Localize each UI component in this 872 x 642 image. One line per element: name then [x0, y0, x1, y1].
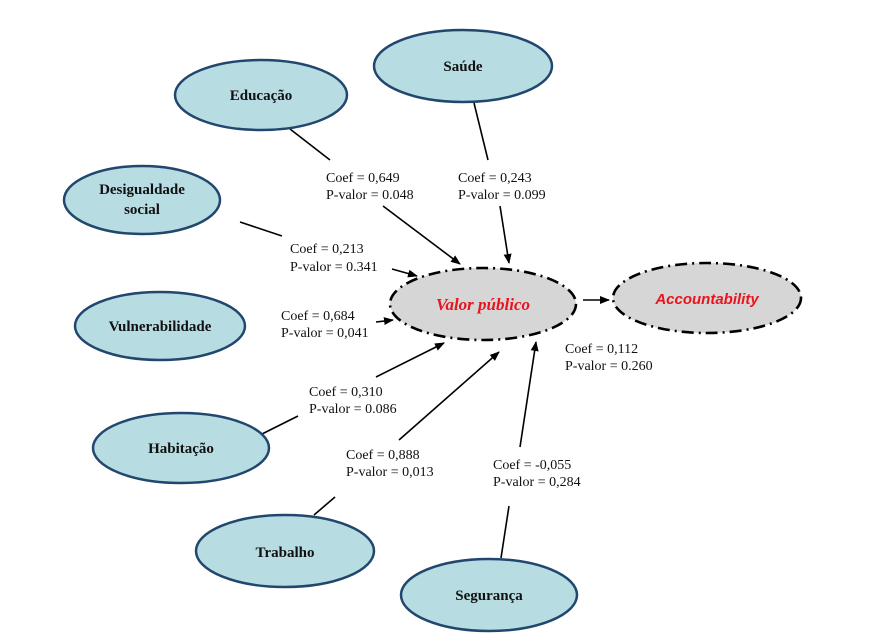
coef-label-seguranca: Coef = -0,055 P-valor = 0,284 — [493, 458, 581, 490]
node-valor-publico[interactable]: Valor público — [388, 266, 578, 342]
connector-seguranca-segment — [500, 505, 510, 559]
coef-label-trabalho: Coef = 0,888 P-valor = 0,013 — [346, 448, 434, 480]
node-saude-label: Saúde — [443, 59, 483, 75]
node-seguranca-label: Segurança — [455, 588, 523, 604]
coef-educacao: Coef = 0,649 — [326, 171, 400, 186]
node-trabalho[interactable]: Trabalho — [194, 513, 376, 589]
coef-label-educacao: Coef = 0,649 P-valor = 0.048 — [326, 171, 414, 203]
coef-label-saude: Coef = 0,243 P-valor = 0.099 — [458, 171, 546, 203]
pvalor-seguranca: P-valor = 0,284 — [493, 475, 581, 490]
node-educacao-label: Educação — [230, 88, 293, 104]
node-vulnerabilidade-label: Vulnerabilidade — [109, 319, 212, 335]
coef-label-desigualdade: Coef = 0,213 P-valor = 0.341 — [290, 242, 378, 275]
node-valor-publico-label: Valor público — [436, 295, 530, 314]
node-trabalho-label: Trabalho — [256, 545, 315, 561]
connector-seguranca-arrow — [519, 341, 539, 448]
node-saude[interactable]: Saúde — [372, 28, 554, 104]
node-accountability[interactable]: Accountability — [611, 261, 803, 335]
connector-desigualdade-arrow — [391, 268, 418, 278]
coef-label-vulnerabilidade: Coef = 0,684 P-valor = 0,041 — [281, 309, 369, 341]
pvalor-educacao: P-valor = 0.048 — [326, 188, 414, 203]
connector-saude-segment — [473, 102, 489, 161]
connector-educacao-arrow — [382, 205, 461, 265]
connector-vulnerabilidade-arrow — [375, 317, 394, 326]
node-desigualdade-social[interactable]: Desigualdade social — [62, 164, 222, 236]
coef-label-habitacao: Coef = 0,310 P-valor = 0.086 — [309, 385, 397, 417]
node-habitacao[interactable]: Habitação — [91, 411, 271, 485]
connector-desigualdade-segment — [239, 221, 283, 237]
node-vulnerabilidade[interactable]: Vulnerabilidade — [73, 290, 247, 362]
pvalor-desigualdade: P-valor = 0.341 — [290, 260, 378, 275]
connector-habitacao-segment — [261, 415, 299, 435]
coef-saude: Coef = 0,243 — [458, 171, 532, 186]
connector-educacao-segment — [289, 128, 331, 161]
coef-habitacao: Coef = 0,310 — [309, 385, 383, 400]
coef-seguranca: Coef = -0,055 — [493, 458, 571, 473]
connector-trabalho-segment — [313, 496, 336, 516]
coef-vulnerabilidade: Coef = 0,684 — [281, 309, 355, 324]
coef-accountability: Coef = 0,112 — [565, 342, 638, 357]
pvalor-vulnerabilidade: P-valor = 0,041 — [281, 326, 369, 341]
connector-saude-arrow — [499, 205, 512, 264]
pvalor-habitacao: P-valor = 0.086 — [309, 402, 397, 417]
coef-trabalho: Coef = 0,888 — [346, 448, 420, 463]
node-desigualdade-label-line2: social — [124, 202, 160, 218]
connector-habitacao-arrow — [375, 342, 445, 378]
node-seguranca[interactable]: Segurança — [399, 557, 579, 633]
coef-label-accountability: Coef = 0,112 P-valor = 0.260 — [565, 342, 653, 374]
pvalor-trabalho: P-valor = 0,013 — [346, 465, 434, 480]
node-educacao[interactable]: Educação — [173, 58, 349, 132]
node-desigualdade-label-line1: Desigualdade — [99, 182, 185, 198]
node-habitacao-label: Habitação — [148, 441, 214, 457]
node-accountability-label: Accountability — [654, 291, 759, 308]
pvalor-accountability: P-valor = 0.260 — [565, 359, 653, 374]
connector-trabalho-arrow — [398, 351, 500, 441]
pvalor-saude: P-valor = 0.099 — [458, 188, 546, 203]
coef-desigualdade: Coef = 0,213 — [290, 242, 364, 257]
